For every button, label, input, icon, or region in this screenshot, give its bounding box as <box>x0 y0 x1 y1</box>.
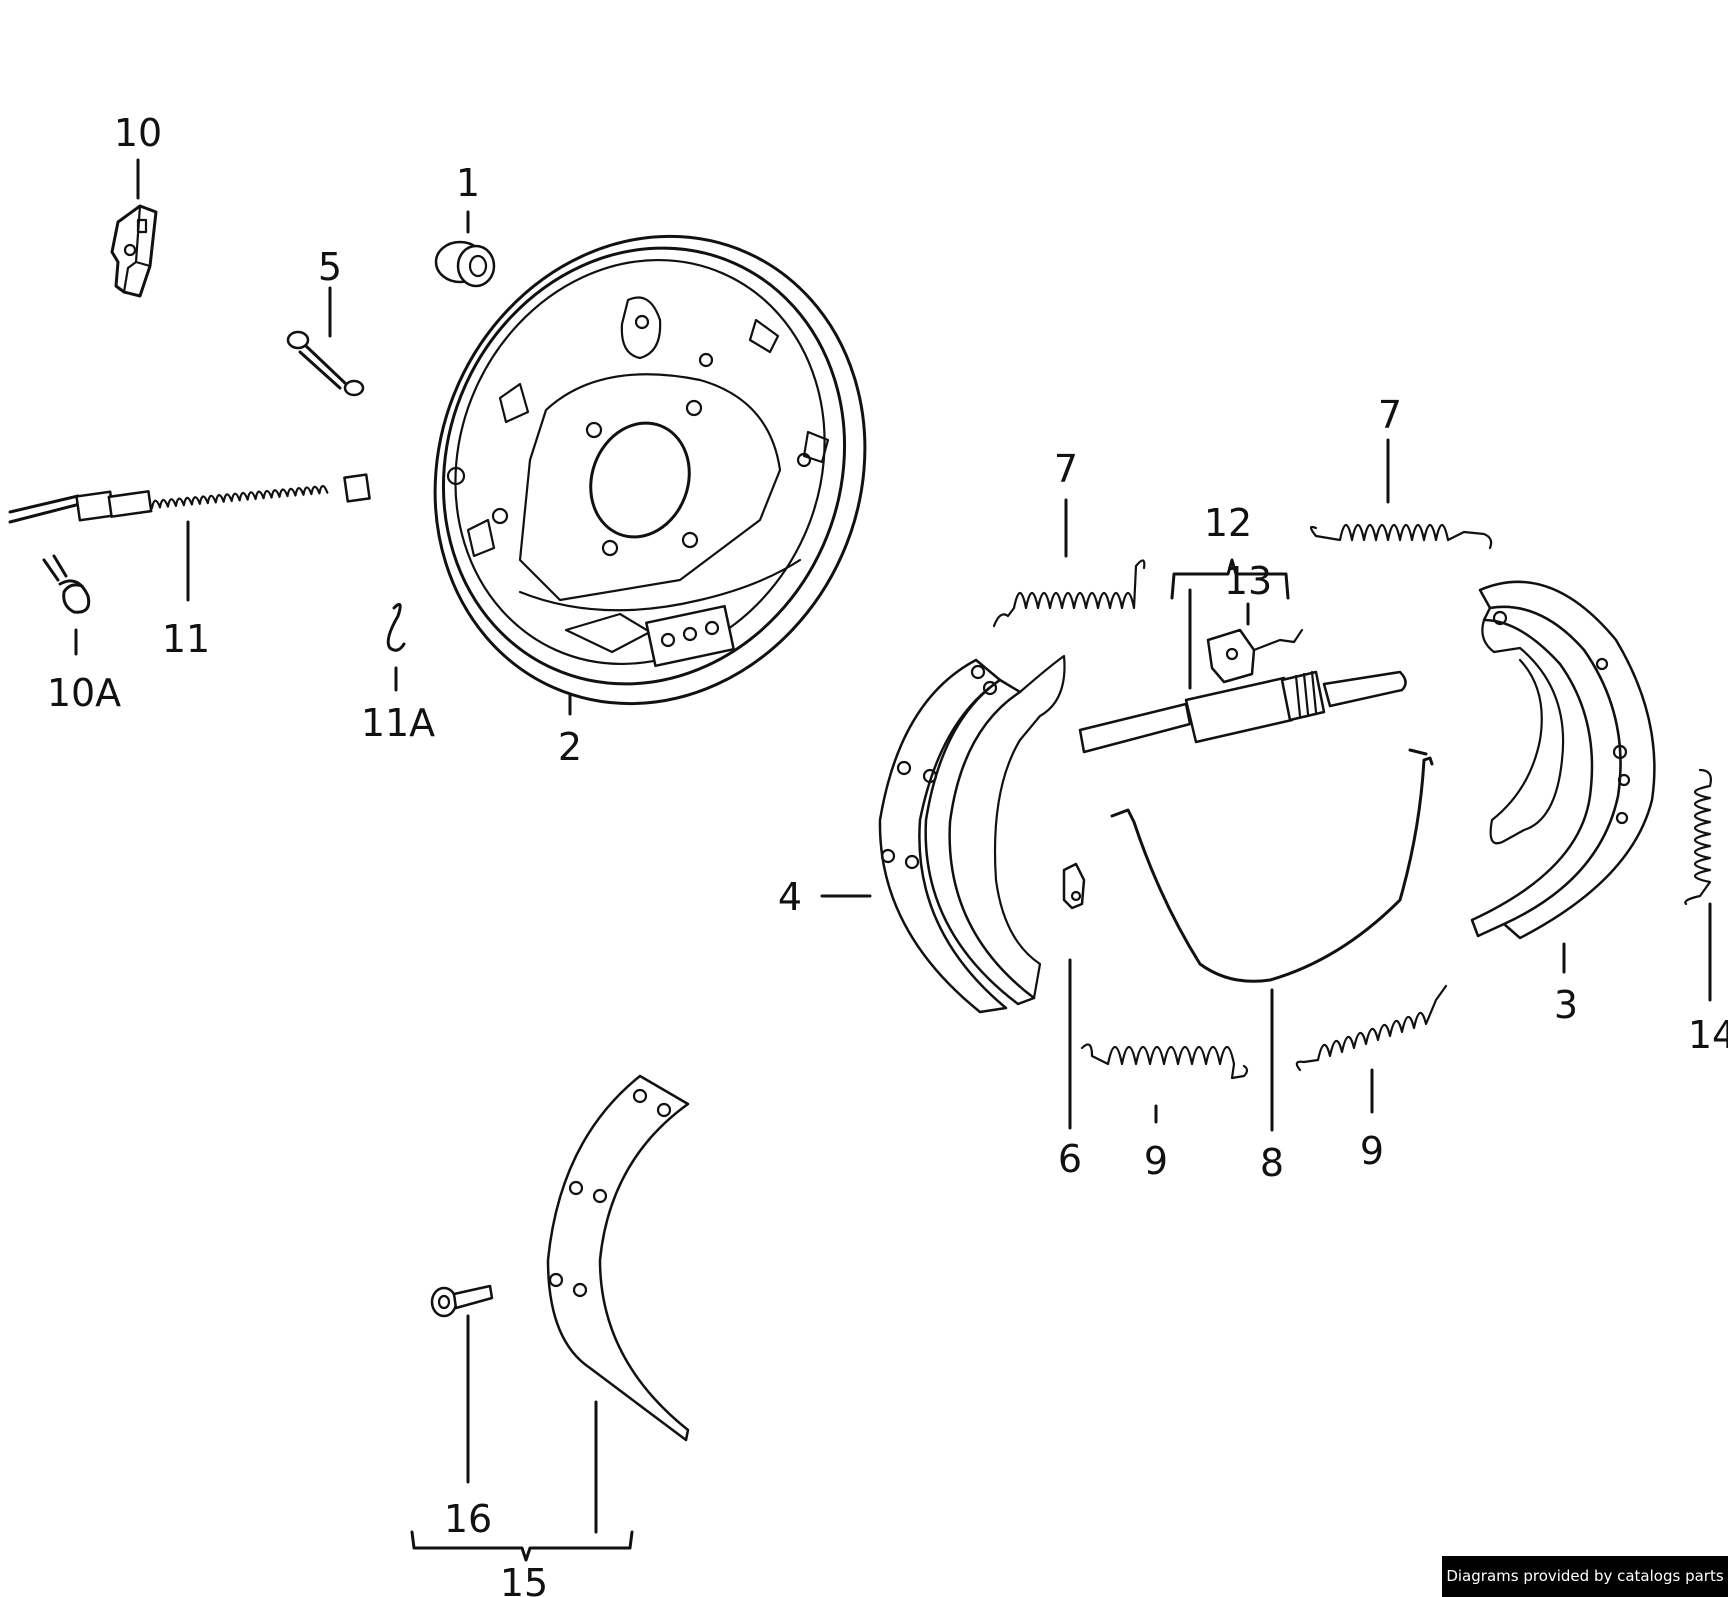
part-9-spring-left <box>1080 1043 1249 1080</box>
part-14-spring <box>1684 768 1712 906</box>
part-7-spring-left <box>992 559 1146 628</box>
part-10a-clip <box>42 554 91 614</box>
part-5-pin <box>286 330 365 397</box>
label-7b: 7 <box>1378 393 1402 437</box>
part-16-bolt <box>430 1284 494 1318</box>
label-7a: 7 <box>1054 447 1078 491</box>
part-6-clip <box>1062 862 1086 910</box>
part-1-grommet <box>434 240 496 288</box>
label-13: 13 <box>1224 559 1272 603</box>
part-2-backing-plate <box>433 234 867 706</box>
part-12-adjuster <box>1078 670 1407 754</box>
part-4-shoe <box>878 654 1066 1014</box>
label-10: 10 <box>114 111 162 155</box>
part-8-spring-wire <box>1110 756 1434 983</box>
part-7-spring-right <box>1309 523 1493 550</box>
label-5: 5 <box>318 245 342 289</box>
part-11a-hook <box>386 602 406 652</box>
label-4: 4 <box>778 875 802 919</box>
part-11-cable <box>8 473 371 524</box>
label-3: 3 <box>1554 983 1578 1027</box>
label-12: 12 <box>1204 501 1252 545</box>
part-15-lining <box>546 1074 690 1442</box>
label-10a: 10A <box>47 671 121 715</box>
part-10-bracket <box>110 204 158 298</box>
label-9b: 9 <box>1360 1129 1384 1173</box>
label-8: 8 <box>1260 1141 1284 1185</box>
label-16: 16 <box>444 1497 492 1541</box>
part-9-spring-right <box>1295 984 1448 1072</box>
bracket-15 <box>410 1530 634 1562</box>
label-6: 6 <box>1058 1137 1082 1181</box>
label-1: 1 <box>456 161 480 205</box>
label-11: 11 <box>162 617 210 661</box>
part-13-clip <box>1206 628 1304 684</box>
bracket-12 <box>1170 558 1290 600</box>
label-9a: 9 <box>1144 1139 1168 1183</box>
part-8-spring-wire-end <box>1408 748 1428 756</box>
part-3-shoe <box>1470 580 1656 940</box>
label-11a: 11A <box>361 701 435 745</box>
credit-badge: Diagrams provided by catalogs parts <box>1442 1556 1728 1597</box>
label-2: 2 <box>558 725 582 769</box>
label-15: 15 <box>500 1561 548 1597</box>
label-14: 14 <box>1688 1013 1728 1057</box>
